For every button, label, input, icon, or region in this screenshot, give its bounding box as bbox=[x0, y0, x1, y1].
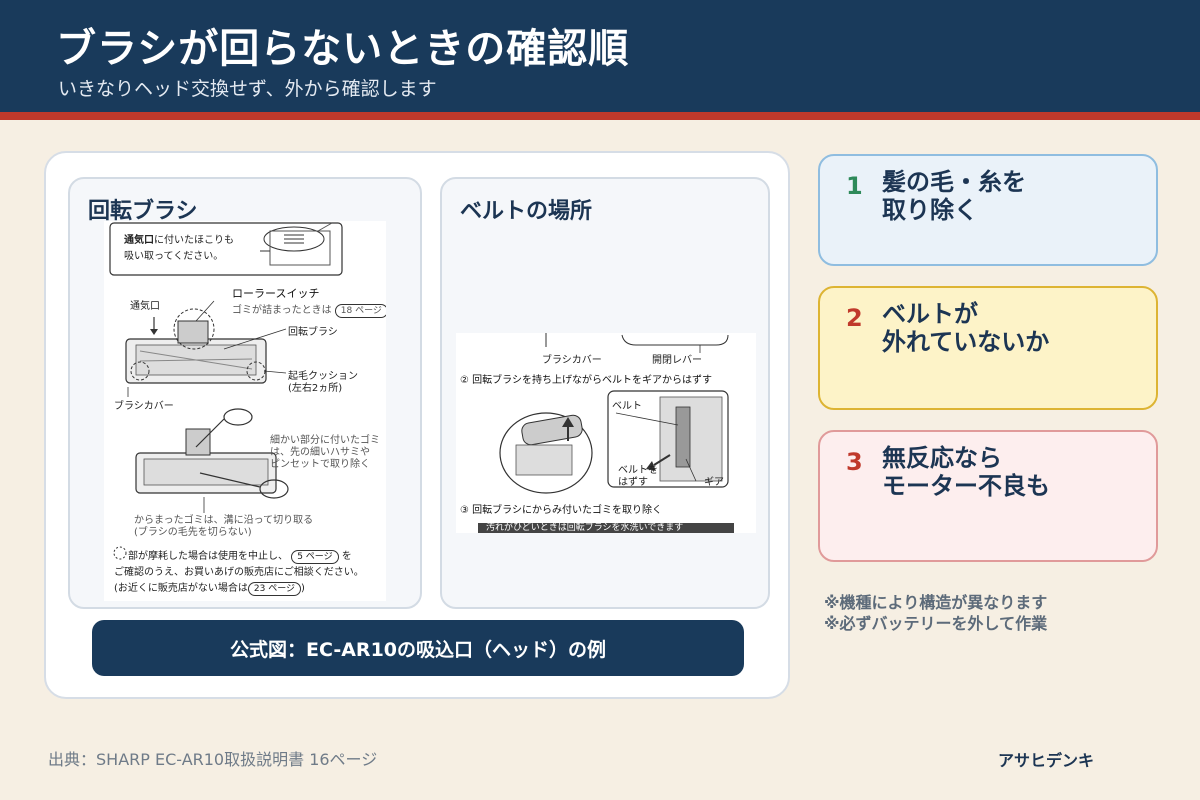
label-belt: ベルト bbox=[612, 401, 642, 412]
note-structure-varies: ※機種により構造が異なります bbox=[824, 593, 1048, 612]
step-text-line-2: モーター不良も bbox=[882, 472, 1050, 500]
panel-heading-rotating-brush: 回転ブラシ bbox=[88, 199, 198, 224]
step-text-line-2: 取り除く bbox=[882, 196, 978, 224]
step-number: 2 bbox=[846, 304, 863, 332]
panel-heading-belt-location: ベルトの場所 bbox=[460, 199, 593, 224]
tweezers-note-1: 細かい部分に付いたゴミ bbox=[270, 435, 380, 446]
step-text-line-1: 髪の毛・糸を bbox=[882, 168, 1026, 196]
step-number: 1 bbox=[846, 172, 863, 200]
manual-belt-illustration bbox=[478, 333, 734, 533]
figure-caption: 公式図：EC-AR10の吸込口（ヘッド）の例 bbox=[92, 620, 744, 676]
page-ref-23: 23 ページ bbox=[247, 582, 302, 596]
label-rotating-brush: 回転ブラシ bbox=[288, 327, 338, 338]
step3-instruction: ③ 回転ブラシにからみ付いたゴミを取り除く bbox=[460, 505, 662, 516]
vent-note-bold: 通気口 bbox=[124, 235, 154, 246]
step-card-3: 3 無反応なら モーター不良も bbox=[818, 430, 1158, 562]
step-text: 髪の毛・糸を 取り除く bbox=[882, 168, 1142, 224]
step-number: 3 bbox=[846, 448, 863, 476]
step2-instruction: ② 回転ブラシを持ち上げながらベルトをギアからはずす bbox=[460, 375, 712, 386]
step-text: 無反応なら モーター不良も bbox=[882, 444, 1142, 500]
label-remove-belt-2: はずす bbox=[618, 477, 648, 488]
step-text-line-2: 外れていないか bbox=[882, 328, 1050, 356]
figure-card: 回転ブラシ bbox=[44, 151, 790, 699]
worn-note-1b: を bbox=[341, 551, 352, 562]
groove-note-2: (ブラシの毛先を切らない) bbox=[134, 527, 252, 538]
vent-note: に付いたほこりも bbox=[154, 235, 234, 246]
label-open-lever: 開閉レバー bbox=[652, 355, 702, 366]
label-brush-cover-belt: ブラシカバー bbox=[542, 355, 602, 366]
panel-belt-location: ベルトの場所 ブラシカバー 開 bbox=[440, 177, 770, 609]
header-bar: ブラシが回らないときの確認順 いきなりヘッド交換せず、外から確認します bbox=[0, 0, 1200, 112]
tweezers-note-2: は、先の細いハサミや bbox=[270, 447, 370, 458]
worn-note-2: ご確認のうえ、お買いあげの販売店にご相談ください。 bbox=[114, 567, 364, 578]
step-text-line-1: ベルトが bbox=[882, 300, 978, 328]
source-citation: 出典：SHARP EC-AR10取扱説明書 16ページ bbox=[48, 750, 378, 769]
page-subtitle: いきなりヘッド交換せず、外から確認します bbox=[58, 78, 437, 100]
roller-switch-note: ゴミが詰まったときは bbox=[232, 305, 332, 316]
label-vent: 通気口 bbox=[130, 301, 160, 312]
page-ref-18: 18 ページ bbox=[334, 304, 386, 318]
tweezers-note-3: ピンセットで取り除く bbox=[270, 459, 370, 470]
label-gear: ギア bbox=[704, 477, 724, 488]
label-cushion: 起毛クッション bbox=[288, 371, 358, 382]
label-roller-switch: ローラースイッチ bbox=[232, 287, 320, 300]
cut-banner: 汚れがひどいときは回転ブラシを水洗いできます bbox=[486, 523, 684, 533]
step-card-1: 1 髪の毛・糸を 取り除く bbox=[818, 154, 1158, 266]
step-card-2: 2 ベルトが 外れていないか bbox=[818, 286, 1158, 410]
panel-rotating-brush: 回転ブラシ bbox=[68, 177, 422, 609]
manual-figure-belt: ブラシカバー 開閉レバー ② 回転ブラシを持ち上げながらベルトをギアからはずす … bbox=[456, 333, 756, 533]
step-text: ベルトが 外れていないか bbox=[882, 300, 1142, 356]
page-title: ブラシが回らないときの確認順 bbox=[56, 26, 630, 72]
manual-figure-brush: 通気口に付いたほこりも 吸い取ってください。 通気口 ローラースイッチ ゴミが詰… bbox=[104, 221, 386, 601]
worn-note-1: 部が摩耗した場合は使用を中止し、 bbox=[128, 551, 288, 562]
worn-note-3b: ) bbox=[301, 583, 305, 594]
manual-brush-illustration bbox=[109, 222, 343, 560]
step-text-line-1: 無反応なら bbox=[882, 444, 1002, 472]
label-cushion-note: (左右2ヵ所) bbox=[288, 383, 343, 394]
worn-note-3: (お近くに販売店がない場合は bbox=[114, 583, 248, 594]
note-remove-battery: ※必ずバッテリーを外して作業 bbox=[824, 614, 1048, 633]
label-remove-belt-1: ベルトを bbox=[618, 465, 658, 476]
page-ref-5: 5 ページ bbox=[291, 550, 339, 564]
vent-note-2: 吸い取ってください。 bbox=[124, 251, 224, 262]
label-brush-cover: ブラシカバー bbox=[114, 401, 174, 412]
groove-note-1: からまったゴミは、溝に沿って切り取る bbox=[134, 515, 314, 526]
brand-name: アサヒデンキ bbox=[998, 751, 1095, 770]
header-accent-stripe bbox=[0, 112, 1200, 120]
